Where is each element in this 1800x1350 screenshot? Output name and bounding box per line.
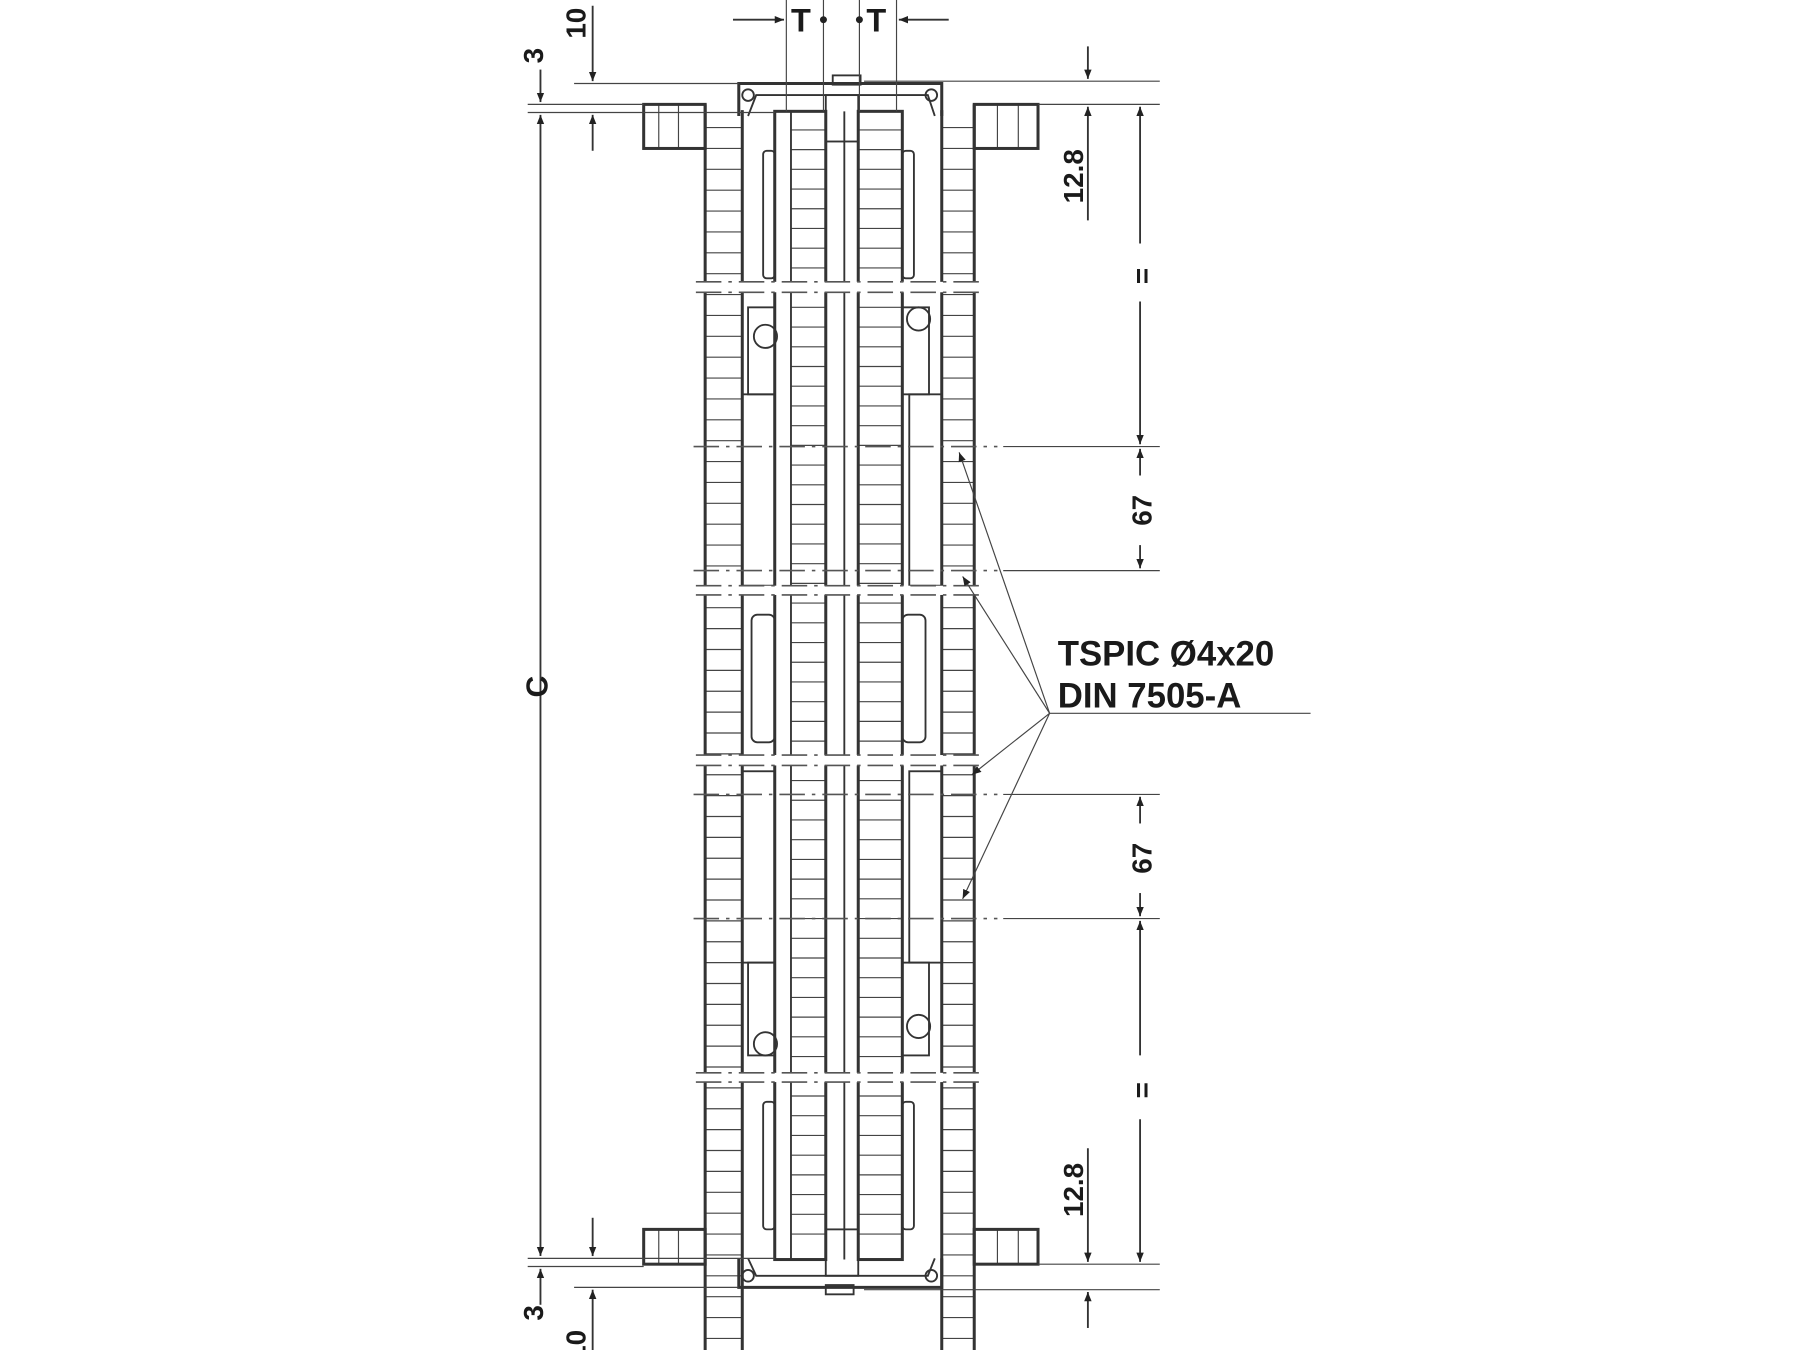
dim-t-left-label: T — [791, 2, 811, 38]
left-dimensions — [527, 5, 775, 1350]
dim-top-3-label: 3 — [518, 48, 549, 63]
dim-bottom-3-label: 3 — [518, 1305, 549, 1320]
top-track-frame — [737, 74, 944, 143]
fittings — [741, 149, 943, 1231]
screw-note-line1: TSPIC Ø4x20 — [1058, 636, 1275, 674]
t-dimensions — [732, 0, 949, 112]
dim-c-label: C — [521, 676, 554, 698]
dim-67-top-label: 67 — [1127, 495, 1158, 526]
dim-bottom-12-8-label: 12.8 — [1058, 1163, 1089, 1217]
break-lines — [693, 281, 998, 1083]
dim-t-right-label: T — [866, 2, 886, 38]
screw-leader-lines — [958, 452, 1311, 900]
dim-bottom-10-label: 10 — [561, 1330, 592, 1350]
right-wall-panel — [940, 104, 976, 1350]
dim-top-12-8-label: 12.8 — [1058, 149, 1089, 203]
dim-top-10-label: 10 — [561, 8, 592, 39]
left-wall-panel — [703, 104, 744, 1350]
bottom-track-frame — [737, 1228, 944, 1296]
dim-eq-top-label: = — [1127, 268, 1158, 284]
right-dimensions — [864, 46, 1160, 1328]
panel-hatching — [658, 104, 1019, 1339]
ceiling-stubs — [642, 102, 1040, 1266]
dim-67-bottom-label: 67 — [1127, 843, 1158, 874]
dim-eq-bottom-label: = — [1127, 1082, 1158, 1098]
screw-note-line2: DIN 7505-A — [1058, 677, 1242, 715]
